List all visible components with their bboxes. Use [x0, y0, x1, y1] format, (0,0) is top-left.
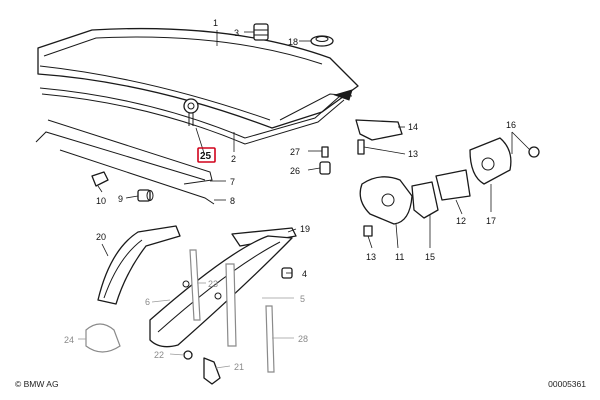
callout-9: 9 — [118, 194, 123, 204]
callout-22: 22 — [154, 350, 164, 360]
callout-28: 28 — [298, 334, 308, 344]
copyright-label: © BMW AG — [15, 379, 59, 389]
trunk-seal — [39, 87, 345, 145]
callout-12: 12 — [456, 216, 466, 226]
callout-27: 27 — [290, 147, 300, 157]
callout-20: 20 — [96, 232, 106, 242]
callout-6: 6 — [145, 297, 150, 307]
callout-1: 1 — [213, 18, 218, 28]
callout-7: 7 — [230, 177, 235, 187]
callout-5: 5 — [300, 294, 305, 304]
callout-16: 16 — [506, 120, 516, 130]
clip-10 — [91, 171, 109, 187]
part-25-clip — [183, 98, 199, 126]
callout-4: 4 — [302, 269, 307, 279]
callout-14: 14 — [408, 122, 418, 132]
callout-11: 11 — [395, 252, 404, 262]
callout-10: 10 — [96, 196, 106, 206]
hinge-assembly — [85, 225, 297, 385]
bushing-9 — [137, 189, 154, 202]
callout-15: 15 — [425, 252, 435, 262]
callout-numbers: 1 3 18 2 7 8 10 9 14 13 27 26 16 12 17 1… — [64, 18, 516, 372]
callout-21: 21 — [234, 362, 244, 372]
callout-24: 24 — [64, 335, 74, 345]
diagram-id-label: 00005361 — [548, 379, 586, 389]
trunk-lid — [37, 27, 359, 129]
callout-2: 2 — [231, 154, 236, 164]
grommet-18 — [310, 35, 334, 47]
callout-17: 17 — [486, 216, 496, 226]
callout-13-lower: 13 — [366, 252, 376, 262]
plug-3 — [253, 23, 269, 41]
callout-23: 23 — [208, 279, 218, 289]
callout-26: 26 — [290, 166, 300, 176]
highlight-box-25 — [197, 147, 216, 163]
callout-13-upper: 13 — [408, 149, 418, 159]
callout-8: 8 — [230, 196, 235, 206]
callout-3: 3 — [234, 28, 239, 38]
callout-19: 19 — [300, 224, 310, 234]
leader-lines — [78, 30, 531, 369]
latch-assembly — [319, 119, 540, 237]
callout-25-highlighted[interactable]: 25 — [200, 151, 212, 162]
torsion-rods — [35, 119, 215, 205]
callout-18: 18 — [288, 37, 298, 47]
